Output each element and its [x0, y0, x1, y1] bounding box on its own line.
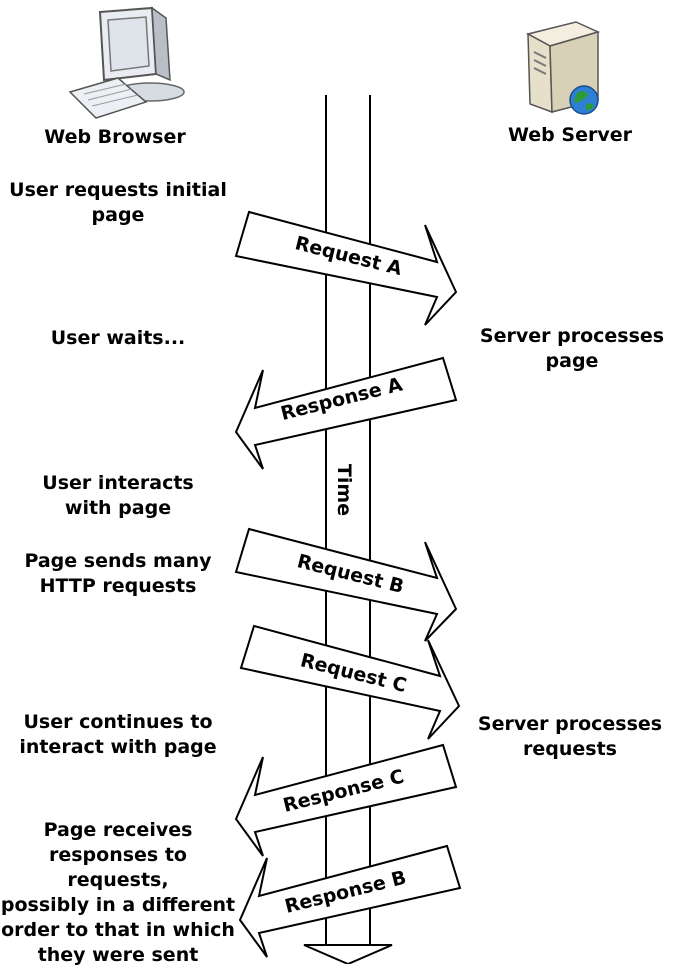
note-page-sends: Page sends many HTTP requests: [24, 550, 212, 597]
timeline: [303, 95, 393, 964]
note-user-interacts: User interacts with page: [42, 472, 194, 519]
arrow-request-a: [234, 210, 458, 326]
server-icon: [525, 21, 601, 115]
note-user-requests: User requests initial page: [9, 179, 227, 226]
arrow-response-a: [234, 356, 458, 470]
arrow-response-b: [238, 844, 462, 958]
server-title: Web Server: [508, 124, 632, 146]
arrow-request-c: [239, 624, 461, 740]
note-user-continues: User continues to interact with page: [19, 711, 217, 758]
note-server-processes-page: Server processes page: [479, 325, 665, 372]
computer-icon: [68, 6, 185, 119]
arrow-response-c: [234, 743, 458, 857]
label-time: Time: [333, 464, 355, 516]
note-server-processes-requests: Server processes requests: [477, 713, 663, 760]
browser-title: Web Browser: [44, 126, 186, 148]
timeline-arrowhead: [303, 944, 393, 964]
arrow-request-b: [234, 527, 458, 642]
globe-icon: [569, 85, 599, 115]
note-page-receives: Page receives responses to requests, pos…: [0, 819, 236, 966]
note-user-waits: User waits...: [50, 327, 186, 349]
